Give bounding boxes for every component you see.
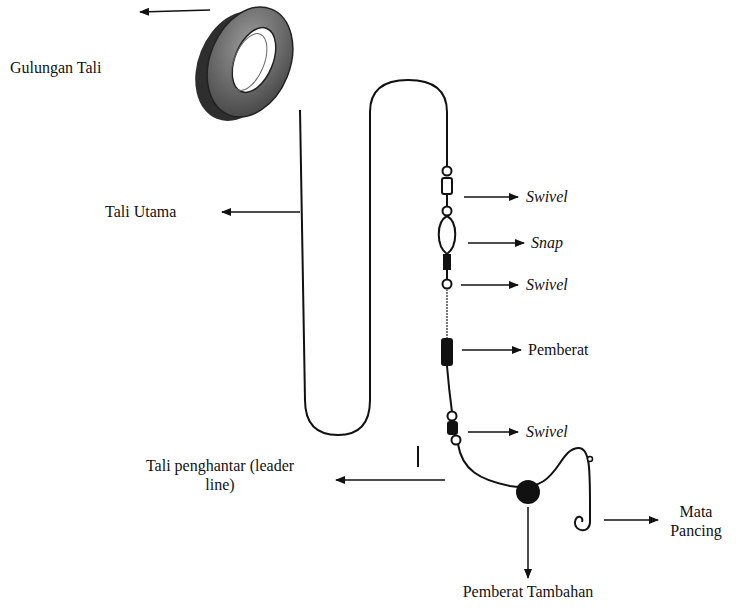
line-reel: [180, 0, 309, 134]
part-label: Swivel: [526, 275, 568, 294]
swivel: [442, 167, 452, 216]
leader-line: [458, 444, 590, 505]
callout-arrows: [140, 10, 658, 578]
part-label: Snap: [531, 233, 563, 252]
main-line: [300, 80, 447, 435]
tick-mark: [417, 446, 419, 467]
part-label: Swivel: [526, 422, 568, 441]
part-label: Swivel: [526, 187, 568, 206]
fish-hook: [575, 505, 590, 530]
hook-eye: [588, 457, 593, 462]
part-label: Pemberat Tambahan: [430, 582, 626, 601]
swivel: [448, 412, 461, 445]
sinker: [441, 338, 453, 366]
part-label: Pemberat: [528, 340, 588, 359]
snap: [439, 194, 456, 289]
part-label: Mata Pancing: [662, 502, 730, 540]
line-segment: [447, 366, 452, 412]
part-label: Tali Utama: [105, 202, 176, 221]
line-segment: [446, 289, 448, 338]
part-label: Gulungan Tali: [10, 58, 101, 77]
part-label: Tali penghantar (leader line): [140, 456, 300, 494]
extra-sinker: [516, 480, 540, 504]
